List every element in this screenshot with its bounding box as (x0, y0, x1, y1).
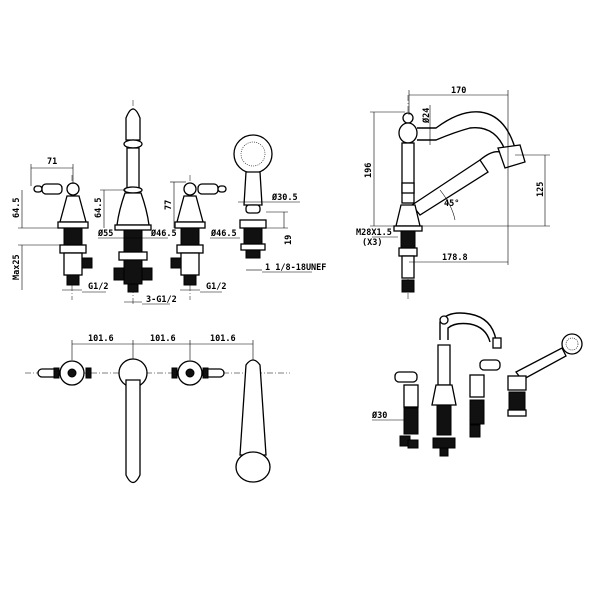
dim-thread: 1 1/8-18UNEF (265, 263, 326, 273)
dim-hot-valve-height: 77 (164, 200, 174, 210)
dim-spout-dia: Ø24 (421, 108, 432, 124)
spout (113, 100, 153, 305)
dim-handshower-dia: Ø30.5 (271, 192, 298, 203)
dim-outlet-height: 125 (536, 182, 546, 197)
dim-valve-dia-2: Ø46.5 (210, 228, 237, 239)
dim-max-deck: Max25 (12, 254, 22, 280)
dim-spout-inlet: 3-G1/2 (146, 295, 177, 305)
dim-spout-base-height: 64.5 (94, 198, 104, 218)
front-view: 71 64.5 Max25 64.5 Ø55 Ø46.5 77 Ø46.5 Ø3… (12, 100, 326, 305)
iso-view: Ø30 (371, 312, 583, 457)
dim-spacing-1: 101.6 (88, 334, 114, 344)
side-dimension-lines (370, 90, 550, 265)
dim-reach-to-hose: 178.8 (442, 253, 468, 263)
front-dimension-lines (18, 164, 312, 305)
handshower (233, 134, 273, 259)
dim-angle: 45° (444, 199, 459, 209)
dim-holder-height: 19 (284, 235, 294, 245)
hot-valve (170, 175, 227, 300)
dim-valve-height: 64.5 (12, 198, 22, 218)
dim-thread-count: (X3) (362, 238, 382, 248)
dim-valve-dia-1: Ø46.5 (150, 228, 177, 239)
cold-valve (33, 175, 93, 300)
dim-spacing-2: 101.6 (150, 334, 176, 344)
dim-spacing-3: 101.6 (210, 334, 236, 344)
side-view: 170 Ø24 196 125 45° M28X1.5 (X3) 178.8 (356, 86, 550, 300)
top-view: 101.6 101.6 101.6 (25, 334, 290, 484)
dim-total-height: 196 (364, 163, 374, 178)
dim-side-thread: M28X1.5 (356, 228, 392, 238)
dim-spout-reach: 170 (451, 86, 466, 96)
dim-hot-inlet: G1/2 (206, 282, 226, 292)
dim-hole-dia: Ø30 (371, 410, 387, 421)
dim-handle-reach: 71 (47, 157, 57, 167)
dim-spout-base-dia: Ø55 (97, 228, 113, 239)
dim-cold-inlet: G1/2 (88, 282, 108, 292)
